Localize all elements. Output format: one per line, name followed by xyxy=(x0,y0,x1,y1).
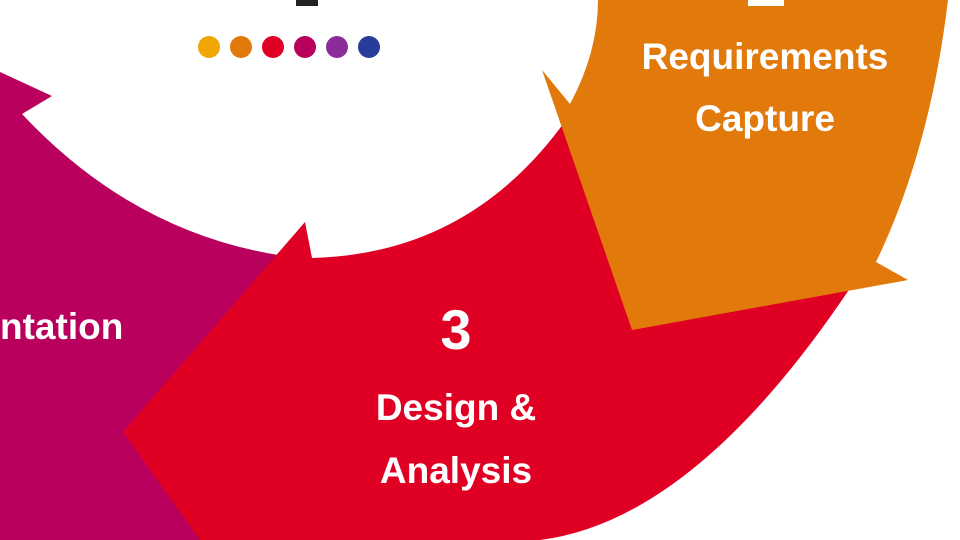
dot-magenta xyxy=(294,36,316,58)
requirements-title-line1: Requirements xyxy=(641,36,889,77)
dot-yellow xyxy=(198,36,220,58)
design-title-line1: Design & xyxy=(375,387,537,428)
implementation-title-partial: ntation xyxy=(0,306,124,347)
requirements-title-line2: Capture xyxy=(695,98,835,139)
dot-blue xyxy=(358,36,380,58)
dot-purple xyxy=(326,36,348,58)
design-title-line2: Analysis xyxy=(379,450,533,491)
dot-red xyxy=(262,36,284,58)
step-number-fragment xyxy=(748,0,784,6)
title-text-fragment xyxy=(296,0,318,6)
step-requirements-segment xyxy=(542,0,948,330)
design-step-number: 3 xyxy=(440,298,472,361)
color-dots-row xyxy=(198,36,380,58)
dot-orange xyxy=(230,36,252,58)
